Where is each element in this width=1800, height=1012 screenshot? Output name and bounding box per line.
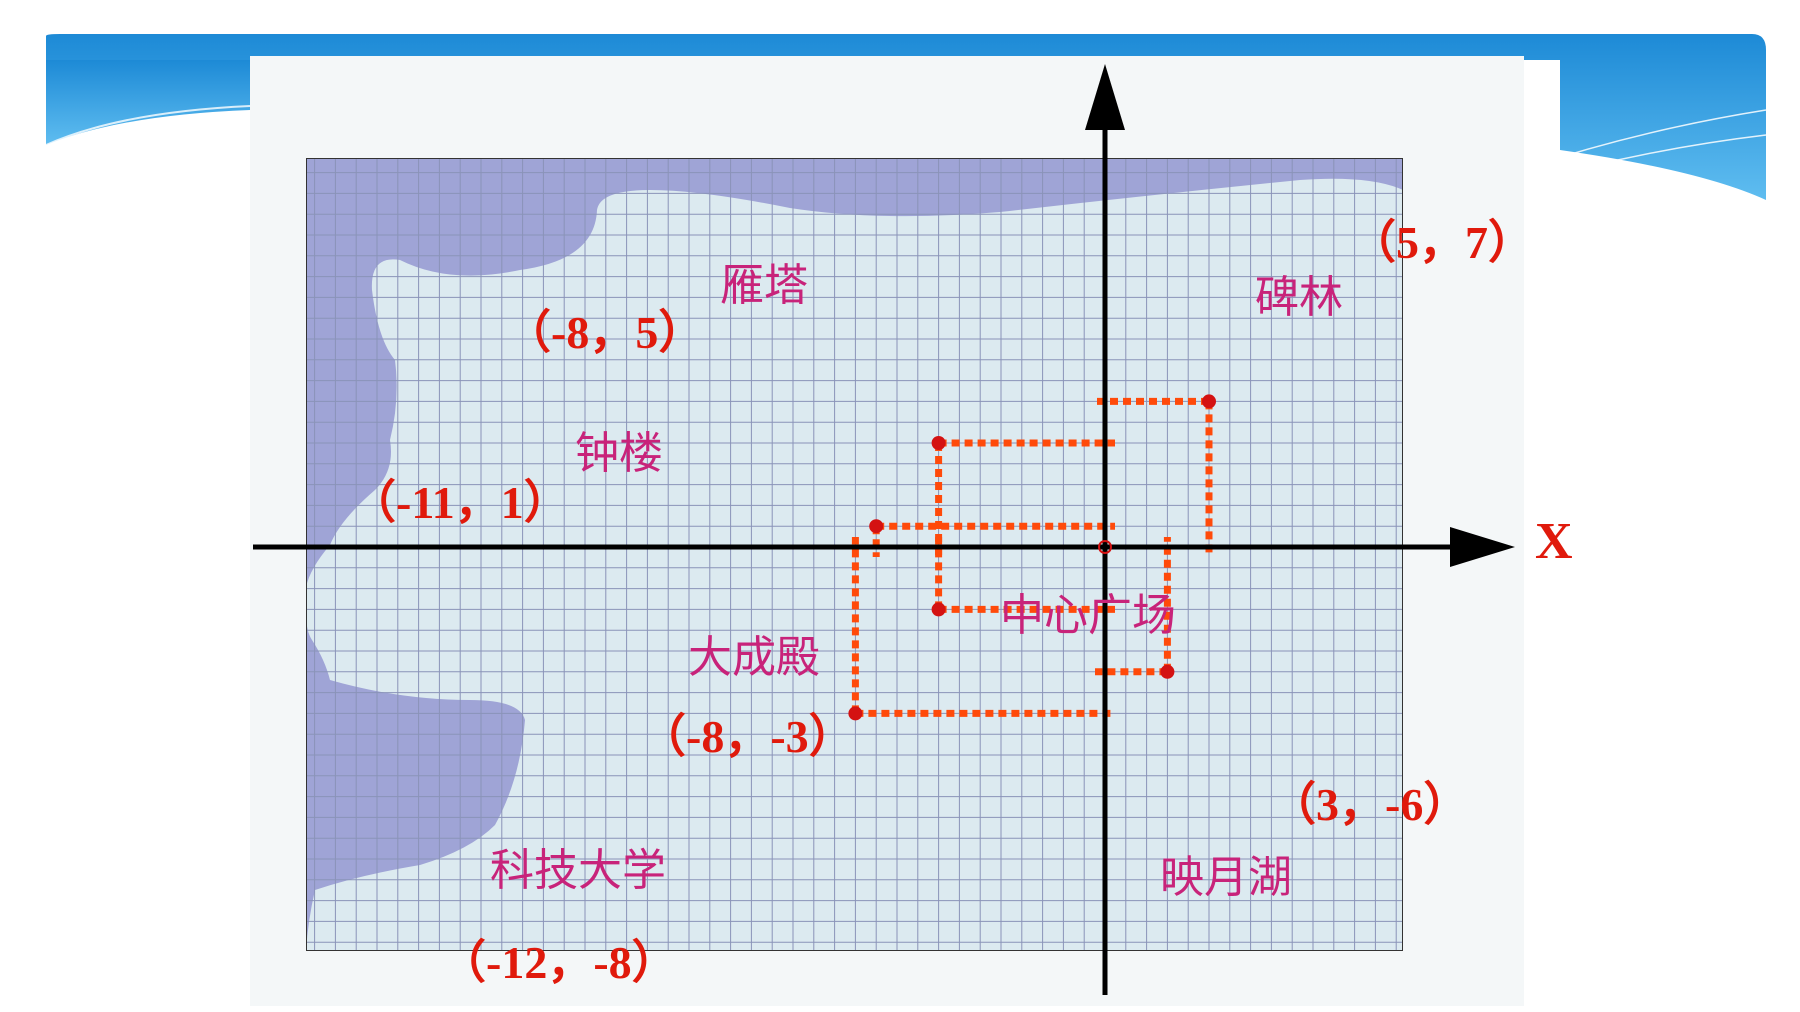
grid (306, 158, 1403, 951)
coord-label-kejidaxue: （-12，-8） (440, 937, 678, 988)
place-name-beilin: 碑林 (1255, 272, 1343, 323)
coord-label-beilin: （5，7） (1350, 217, 1534, 268)
markers (848, 394, 1216, 721)
coordinate-labels: （5，7） （-8，5） （-11，1） （-8，-3） （3，-6） （-12… (350, 217, 1534, 988)
origin-point (1098, 540, 1112, 554)
coord-label-dachengdian: （-8，-3） (640, 711, 855, 762)
location-point-dachengdian (931, 602, 946, 617)
coord-label-yingyuehu: （3，-6） (1270, 779, 1469, 830)
x-axis-arrow-icon (1450, 527, 1515, 567)
header-banner (45, 34, 1767, 210)
coord-label-yanta: （-8，5） (505, 307, 704, 358)
axes: X (253, 64, 1573, 995)
place-name-kejidaxue: 科技大学 (490, 845, 666, 896)
place-name-dachengdian: 大成殿 (688, 632, 820, 683)
place-name-zhongxin-guangchang: 中心广场 (1000, 590, 1176, 641)
location-point-yanta (931, 436, 946, 450)
place-name-zhonglou: 钟楼 (575, 428, 663, 479)
coord-label-zhonglou: （-11，1） (350, 477, 570, 528)
location-point-zhonglou (869, 519, 884, 534)
place-names: 碑林 雁塔 钟楼 中心广场 大成殿 映月湖 科技大学 (490, 260, 1343, 903)
routes (851, 397, 1213, 717)
x-axis-label: X (1535, 513, 1573, 570)
location-point-kejidaxue (848, 706, 863, 721)
location-point-yingyuehu (1160, 664, 1175, 679)
location-point-beilin (1202, 394, 1216, 409)
place-name-yingyuehu: 映月湖 (1160, 852, 1292, 903)
place-name-yanta: 雁塔 (720, 260, 808, 311)
y-axis-arrow-icon (1085, 64, 1125, 130)
